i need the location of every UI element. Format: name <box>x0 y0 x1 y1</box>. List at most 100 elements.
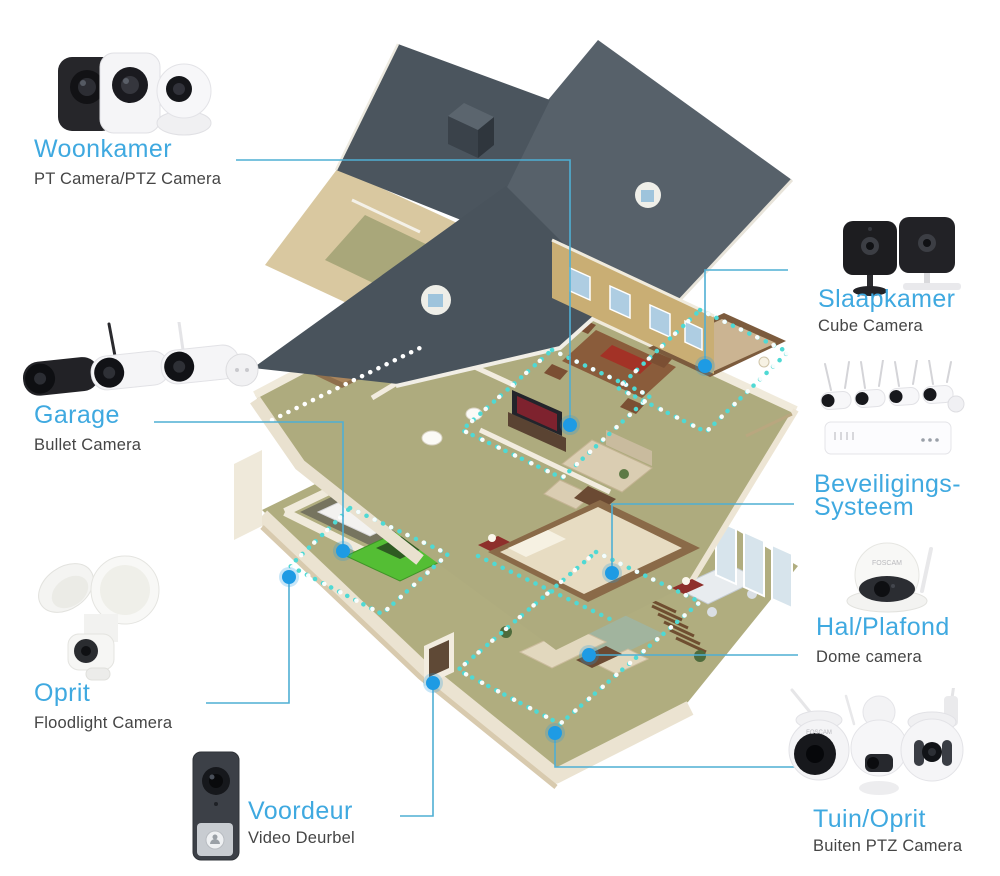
cube-camera-stand <box>843 221 897 296</box>
roof-group <box>253 40 794 388</box>
mattress <box>500 507 682 594</box>
connector-oprit <box>206 577 290 704</box>
callout-subtitle: Cube Camera <box>818 317 923 335</box>
callout-title-line2: Systeem <box>814 493 915 521</box>
video-doorbell <box>192 751 240 861</box>
roof-right <box>468 40 792 332</box>
plant <box>694 650 706 662</box>
dormer-front <box>421 285 451 315</box>
ptz-camera-white <box>156 63 212 136</box>
connector-lines <box>154 159 798 817</box>
roof-gable-trim <box>334 43 400 171</box>
callout-garage: Garage Bullet Camera <box>34 401 142 455</box>
callout-title: Voordeur <box>248 797 353 825</box>
callout-subtitle: Buiten PTZ Camera <box>813 837 963 855</box>
callout-oprit: Oprit Floodlight Camera <box>34 679 172 733</box>
stairs <box>645 596 707 654</box>
camera-marker-hal <box>579 645 599 665</box>
chair <box>648 352 672 368</box>
dormer-right <box>635 182 661 208</box>
callout-beveiligings-systeem: Beveiligings- Systeem <box>814 470 961 521</box>
roof-gable <box>336 44 550 230</box>
pillows <box>508 530 566 557</box>
door <box>429 640 449 677</box>
antenna <box>920 547 933 593</box>
chair <box>544 364 568 380</box>
callout-woonkamer: Woonkamer PT Camera/PTZ Camera <box>34 135 222 189</box>
product-image-cube-cameras <box>835 215 965 300</box>
sofa-back <box>606 430 652 466</box>
lamp <box>682 577 690 585</box>
callout-title: Slaapkamer <box>818 285 956 313</box>
camera-marker-oprit <box>279 567 299 587</box>
callout-title: Woonkamer <box>34 135 172 163</box>
callout-title: Oprit <box>34 679 91 707</box>
product-image-pt-ptz-cameras <box>46 45 216 142</box>
zone-garage <box>286 505 453 617</box>
antennas <box>824 360 952 391</box>
bedside-lamp <box>758 356 770 368</box>
bullet-camera-white <box>90 350 170 391</box>
attic-windows <box>569 266 703 352</box>
bullet-camera-black <box>22 357 99 396</box>
callout-title-line1: Beveiligings- <box>814 470 961 498</box>
tv-screen <box>517 396 557 431</box>
zone-corridor <box>269 343 427 423</box>
product-image-nvr-kit <box>815 360 965 468</box>
callout-title: Hal/Plafond <box>816 613 950 641</box>
patio-chair <box>707 607 717 617</box>
connector-voordeur <box>400 683 434 817</box>
antenna <box>177 322 185 352</box>
ptz-camera-left: FOSCAM <box>788 688 850 781</box>
mount-bracket <box>225 353 259 387</box>
callout-tuin-oprit: Tuin/Oprit Buiten PTZ Camera <box>813 805 963 856</box>
floodlight-camera <box>38 555 160 681</box>
product-image-outdoor-ptz-cameras: FOSCAM <box>780 688 978 816</box>
callout-slaapkamer: Slaapkamer Cube Camera <box>818 285 956 336</box>
pt-camera-white <box>99 52 161 134</box>
zone-bed-lower <box>475 553 615 623</box>
connector-beveiligings <box>611 503 794 573</box>
connector-woonkamer <box>236 159 571 425</box>
side-wall-piece <box>234 450 262 540</box>
product-image-floodlight-camera <box>28 548 178 683</box>
armchair <box>543 479 593 510</box>
callout-subtitle: PT Camera/PTZ Camera <box>34 170 222 188</box>
ptz-camera-middle <box>844 694 908 795</box>
callout-subtitle: Bullet Camera <box>34 436 142 454</box>
camera-marker-tuin <box>545 723 565 743</box>
mount-bracket <box>947 395 965 413</box>
zone-living-room-alt <box>457 347 654 481</box>
product-image-dome-camera: FOSCAM <box>840 533 940 621</box>
nightstand <box>478 536 510 551</box>
nvr-box <box>824 421 952 455</box>
right-wall <box>687 408 799 586</box>
cube-camera <box>899 217 961 290</box>
kit-cameras <box>820 385 954 410</box>
connector-tuin <box>554 733 797 768</box>
roof-front <box>253 186 616 384</box>
toilet <box>421 430 443 446</box>
detection-zones <box>269 307 792 727</box>
callout-title: Garage <box>34 401 120 429</box>
callout-subtitle: Dome camera <box>816 648 922 666</box>
callout-voordeur: Voordeur Video Deurbel <box>248 797 355 848</box>
table-runner <box>600 345 652 374</box>
nightstand <box>672 579 704 594</box>
attic-brick-wall <box>551 238 715 374</box>
connector-garage <box>154 421 344 551</box>
antenna <box>107 322 117 358</box>
lamp <box>488 534 496 542</box>
callout-title: Tuin/Oprit <box>813 805 926 833</box>
brand-text: FOSCAM <box>872 560 902 567</box>
brand-text: FOSCAM <box>806 730 832 736</box>
connector-slaapkamer <box>704 269 788 366</box>
callout-hal-plafond: Hal/Plafond Dome camera <box>816 613 950 667</box>
camera-marker-voordeur <box>423 673 443 693</box>
zone-den <box>454 549 705 727</box>
dome-camera: FOSCAM <box>846 542 933 613</box>
camera-marker-beveiligings <box>602 563 622 583</box>
callout-subtitle: Video Deurbel <box>248 829 355 847</box>
balcony-railing <box>745 412 793 438</box>
